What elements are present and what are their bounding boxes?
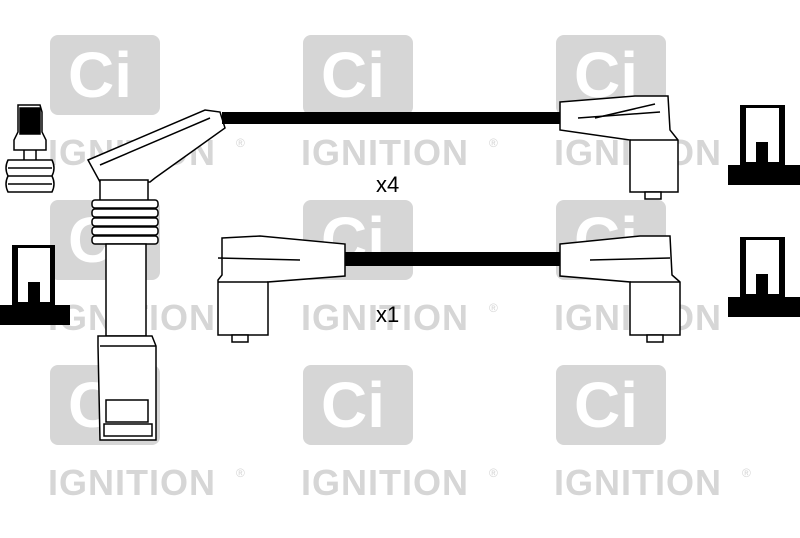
watermark-tile: Ci IGNITION ®: [554, 365, 751, 503]
cable-b: [340, 252, 564, 266]
lead-set-a: [222, 95, 679, 200]
quantity-label-set-b: x1: [376, 302, 400, 327]
lead-a-right-boot-icon: [559, 95, 679, 200]
cable-a: [222, 112, 562, 124]
svg-text:IGNITION: IGNITION: [301, 297, 469, 338]
svg-text:IGNITION: IGNITION: [554, 462, 722, 503]
coil-terminal-right-bottom-icon: [728, 237, 800, 317]
svg-text:®: ®: [489, 466, 498, 480]
watermark-tile: Ci IGNITION ®: [301, 365, 498, 503]
svg-text:Ci: Ci: [574, 369, 638, 441]
lead-set-b: [217, 235, 681, 343]
svg-text:Ci: Ci: [68, 39, 132, 111]
coil-terminal-left-icon: [0, 245, 70, 325]
svg-text:IGNITION: IGNITION: [301, 132, 469, 173]
quantity-label-set-a: x4: [376, 172, 400, 197]
svg-text:Ci: Ci: [321, 39, 385, 111]
watermark-layer: Ci IGNITION ® Ci IGNITION ® Ci IGNITION …: [48, 35, 751, 503]
long-plug-boot-icon: [86, 109, 226, 441]
svg-text:®: ®: [236, 136, 245, 150]
svg-text:®: ®: [236, 466, 245, 480]
svg-text:®: ®: [489, 136, 498, 150]
lead-b-left-boot-icon: [217, 235, 346, 343]
lead-b-right-boot-icon: [559, 235, 681, 343]
svg-text:IGNITION: IGNITION: [48, 462, 216, 503]
svg-text:Ci: Ci: [321, 369, 385, 441]
watermark-tile: Ci IGNITION ®: [301, 35, 498, 173]
spark-plug-terminal-icon: [5, 104, 55, 193]
svg-text:IGNITION: IGNITION: [301, 462, 469, 503]
svg-text:®: ®: [489, 301, 498, 315]
svg-text:®: ®: [742, 466, 751, 480]
coil-terminal-right-top-icon: [728, 105, 800, 185]
